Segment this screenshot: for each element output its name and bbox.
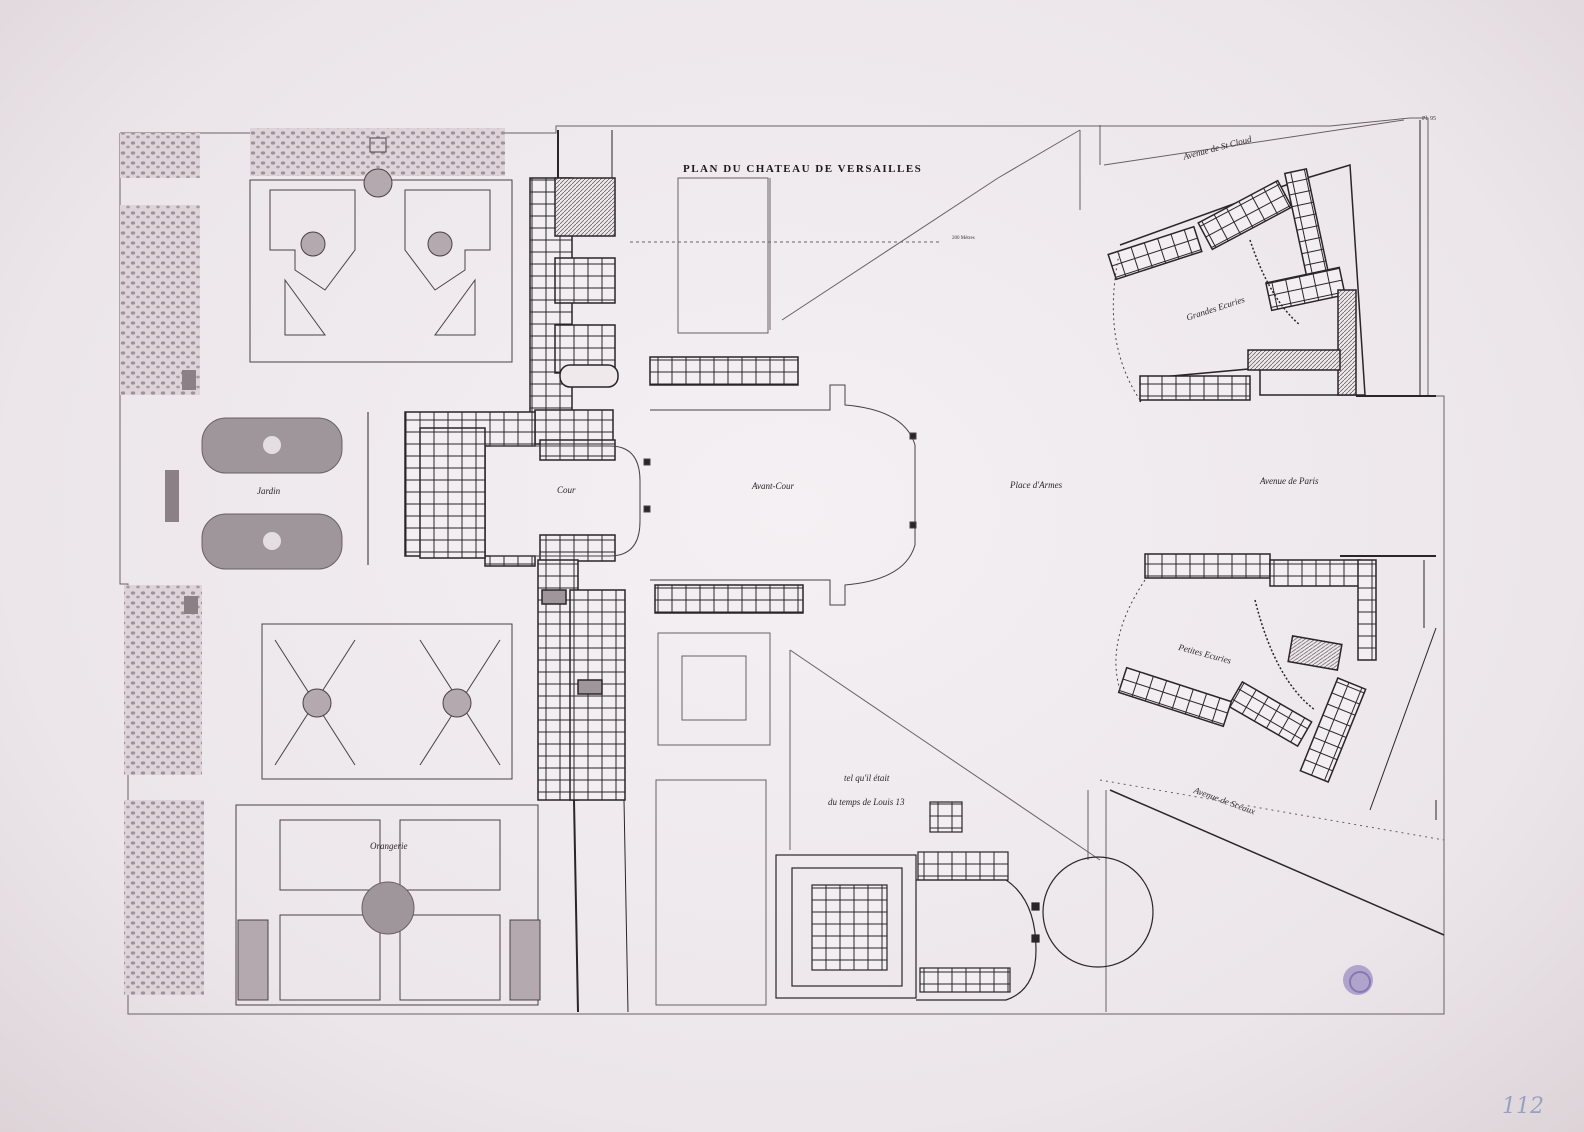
grandes-ecuries-curve [1112,249,1141,401]
plate-number: Pl. 95 [1422,116,1437,122]
scale-label: 200 Mètres [952,236,975,241]
label-avant-cour: Avant-Cour [752,481,794,491]
label-orangerie: Orangerie [370,841,408,851]
note-line-1: tel qu'il était [844,773,890,783]
garden-basins [165,370,343,614]
grandes-ecuries [1107,164,1366,403]
louis-xiii-chateau [775,801,1154,1001]
ministers-wings [649,356,804,614]
note-line-2: du temps de Louis 13 [828,797,905,807]
plan-border [119,117,1445,1015]
label-jardin: Jardin [257,486,281,496]
avenue-lines [367,119,1445,1013]
chateau-north-wing [529,177,619,445]
label-place-armes: Place d'Armes [1010,480,1063,490]
archive-stamp [1343,965,1373,995]
courtyards [490,384,917,606]
plan-title: PLAN DU CHATEAU DE VERSAILLES [683,163,923,175]
parterre-north [249,137,513,363]
chateau-centre [404,411,616,567]
chateau-south-wing [537,559,626,801]
label-avenue-paris: Avenue de Paris [1260,476,1319,486]
sheet-number: 112 [1502,1094,1544,1119]
petites-ecuries [1117,553,1377,783]
orangerie-garden [235,804,541,1006]
parterre-south [261,623,513,780]
west-woods [120,128,505,995]
petites-ecuries-curve [1115,579,1146,691]
label-cour: Cour [557,485,576,495]
